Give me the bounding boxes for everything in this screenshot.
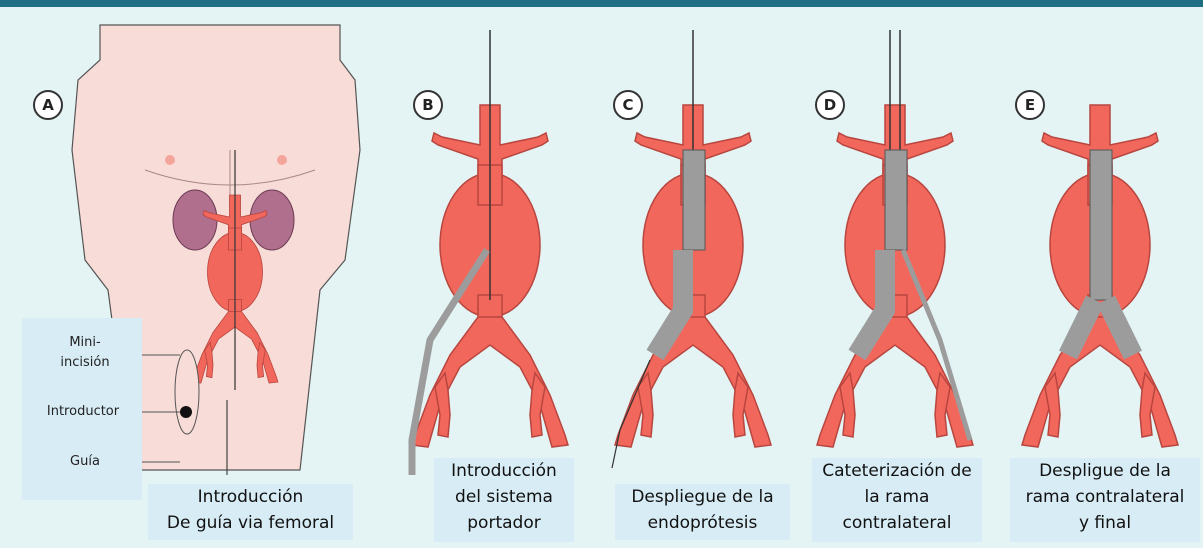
stage-letter-e: E — [1015, 90, 1045, 120]
caption-d: Cateterización de la rama contralateral — [812, 458, 982, 542]
label-mini-incision: Mini- incisión — [30, 333, 140, 373]
caption-a: Introducción De guía via femoral — [148, 484, 353, 540]
stent-body-c — [683, 150, 705, 250]
kidney-right-icon — [250, 190, 294, 250]
caption-e: Despligue de la rama contralateral y fin… — [1010, 458, 1200, 542]
stent-body-e — [1090, 150, 1112, 300]
introductor-dot — [180, 406, 192, 418]
stent-body-d — [885, 150, 907, 250]
incision — [175, 350, 199, 434]
stage-letter-c: C — [613, 90, 643, 120]
kidney-left-icon — [173, 190, 217, 250]
caption-c: Despliegue de la endoprótesis — [615, 484, 790, 540]
caption-b: Introducción del sistema portador — [434, 458, 574, 542]
stage-letter-b: B — [413, 90, 443, 120]
label-guia: Guía — [30, 452, 140, 472]
stage-letter-d: D — [815, 90, 845, 120]
label-introductor: Introductor — [28, 402, 138, 422]
stage-letter-a: A — [33, 90, 63, 120]
